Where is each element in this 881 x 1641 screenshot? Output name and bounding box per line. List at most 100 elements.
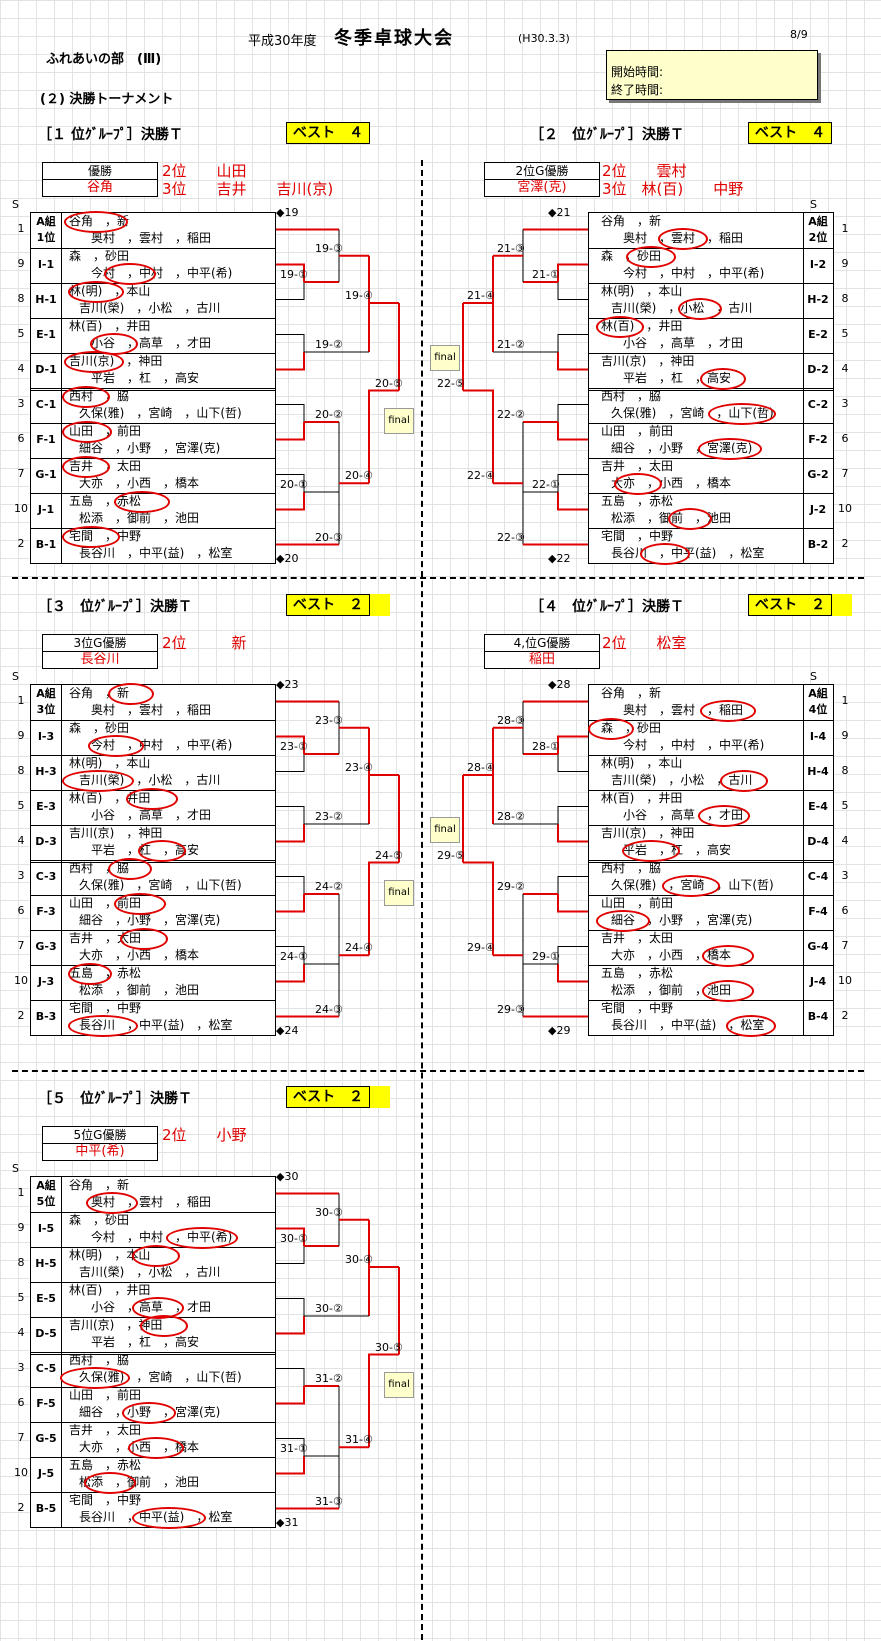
group-rank: 5位	[36, 1195, 56, 1208]
bracket-line	[557, 876, 588, 894]
winner-circle	[702, 980, 754, 1002]
group-code: F-2	[808, 433, 828, 446]
best-badge: ベスト ４	[748, 122, 832, 144]
bracket-line	[557, 946, 588, 964]
winner-circle	[640, 543, 690, 565]
team-player-line-2: 大亦 ，小西 ，橋本	[611, 948, 732, 962]
best-badge: ベスト ２	[286, 1086, 370, 1108]
winner-circle	[726, 1015, 776, 1037]
team-player-line-1: 林(明) ，本山	[601, 284, 683, 298]
winner-circle	[114, 491, 170, 513]
bracket-line	[274, 876, 305, 894]
team-player-line-1: 林(明) ，本山	[69, 1248, 151, 1262]
group-code: H-3	[35, 765, 57, 778]
seed-number: 1	[17, 694, 25, 707]
match-label: 21-④	[467, 289, 495, 302]
team-player-line-2: 吉川(榮) ，小松 ，古川	[79, 301, 221, 315]
group-code: C-2	[807, 398, 829, 411]
seed-header: S	[12, 198, 19, 211]
seed-number: 5	[841, 327, 849, 340]
bracket-line	[274, 946, 305, 964]
seed-number: 3	[17, 397, 25, 410]
seed-number: 6	[17, 904, 25, 917]
bracket-line	[368, 861, 399, 956]
group-code: E-2	[808, 328, 828, 341]
row-separator	[589, 790, 833, 791]
row-separator	[589, 965, 833, 966]
seed-number: 1	[17, 1186, 25, 1199]
bracket-line	[274, 1368, 305, 1386]
group-code: I-2	[809, 258, 827, 271]
team-player-line-1: 西村 ，脇	[601, 389, 662, 403]
seed-number: 5	[841, 799, 849, 812]
match-label: 20-④	[345, 469, 373, 483]
match-label: 20-③	[315, 530, 343, 544]
winner-circle	[62, 386, 110, 408]
seed-number: 4	[17, 362, 25, 375]
winner-circle	[88, 735, 144, 757]
bracket-line	[274, 263, 305, 282]
seed-number: 3	[17, 869, 25, 882]
match-marker-top: ◆19	[276, 206, 299, 219]
team-player-line-2: 大亦 ，小西 ，橋本	[79, 948, 200, 962]
bracket-line	[557, 352, 588, 371]
seed-number: 4	[841, 362, 849, 375]
team-player-line-2: 細谷 ，小野 ，宮澤(克)	[79, 913, 221, 927]
seed-number: 8	[841, 764, 849, 777]
winner-label: 4,位G優勝	[485, 635, 599, 652]
match-label: 28-④	[467, 761, 495, 774]
row-separator	[589, 423, 833, 424]
seed-number: 4	[17, 1326, 25, 1339]
section-title: (２) 決勝トーナメント	[40, 92, 174, 107]
row-separator	[589, 388, 833, 391]
group-code: D-3	[35, 835, 57, 848]
row-separator	[589, 458, 833, 459]
group-code: C-3	[35, 870, 57, 883]
match-label: 19-②	[315, 338, 343, 351]
bracket-line	[557, 735, 588, 754]
match-label: 19-④	[345, 289, 373, 302]
bracket-line	[368, 1353, 399, 1448]
match-label: 29-②	[497, 880, 525, 893]
seed-header: S	[810, 670, 817, 683]
winner-circle	[622, 840, 680, 862]
winner-circle	[68, 281, 124, 303]
group-code: G-3	[35, 940, 57, 953]
winner-circle	[120, 928, 168, 950]
team-player-line-2: 平岩 ，杠 ，高安	[79, 1335, 200, 1349]
group-code: J-5	[37, 1467, 55, 1480]
group-code: F-1	[36, 433, 56, 446]
seed-number: 8	[17, 764, 25, 777]
third-place: 3位 林(百) 中野	[602, 180, 744, 198]
match-label: 28-②	[497, 810, 525, 823]
team-player-line-1: 山田 ，前田	[601, 424, 674, 438]
bracket-line	[274, 1227, 305, 1246]
match-label: 29-①	[532, 950, 560, 963]
bracket-line	[274, 422, 305, 441]
seed-number: 2	[17, 1009, 25, 1022]
winner-circle	[84, 1472, 136, 1494]
row-separator	[31, 860, 275, 863]
team-player-line-1: 吉川(京) ，神田	[69, 1318, 163, 1332]
match-label: 24-⑤	[375, 848, 403, 862]
winner-circle	[68, 963, 112, 985]
winner-circle	[678, 298, 722, 320]
group-rank: 1位	[36, 231, 56, 244]
group-code: A組	[36, 215, 56, 228]
team-player-line-1: 森 ，砂田	[69, 721, 130, 735]
group-rank: 4位	[808, 703, 828, 716]
bracket-line	[274, 735, 305, 754]
winner-circle	[140, 1315, 188, 1337]
match-label: 23-①	[280, 740, 308, 753]
seed-number: 5	[17, 799, 25, 812]
group-code: I-5	[37, 1222, 55, 1235]
team-player-line-2: 大亦 ，小西 ，橋本	[79, 476, 200, 490]
seed-number: 3	[17, 1361, 25, 1374]
group-code: I-1	[37, 258, 55, 271]
group-code: J-1	[37, 503, 55, 516]
match-label: 21-②	[497, 338, 525, 351]
group-code: J-2	[809, 503, 827, 516]
bracket-line	[274, 282, 305, 300]
bracket-line	[557, 404, 588, 422]
team-player-line-2: 小谷 ，高草 ，才田	[611, 336, 744, 350]
